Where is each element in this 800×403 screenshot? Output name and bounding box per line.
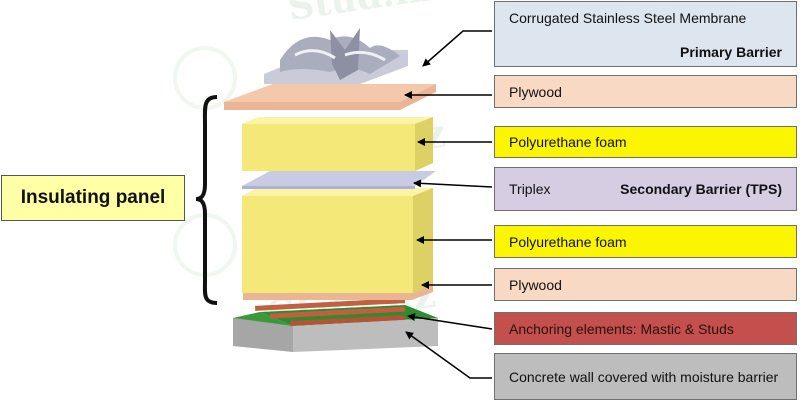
foam-bottom-block — [242, 188, 433, 293]
anchoring-studs — [254, 298, 406, 326]
leader-arrows — [404, 30, 493, 379]
foam-bottom-text: Polyurethane foam — [509, 233, 627, 250]
plywood-bottom-text: Plywood — [509, 276, 562, 293]
arrow-concrete — [405, 331, 492, 379]
anchoring-text: Anchoring elements: Mastic & Studs — [509, 320, 734, 337]
concrete-text: Concrete wall covered with moisture barr… — [509, 368, 779, 385]
label-triplex: Triplex Secondary Barrier (TPS) — [494, 167, 797, 211]
label-insulating-panel: Insulating panel — [1, 175, 185, 221]
membrane-role: Primary Barrier — [680, 44, 782, 60]
svg-text:Stud.kz: Stud.kz — [285, 0, 441, 29]
plywood-top-layer — [224, 84, 436, 110]
triplex-sheet — [242, 171, 436, 189]
insulating-panel-text: Insulating panel — [20, 187, 166, 208]
label-foam-top: Polyurethane foam — [494, 126, 797, 158]
foam-top-text: Polyurethane foam — [509, 134, 627, 150]
foam-top-block — [242, 117, 433, 171]
label-foam-bottom: Polyurethane foam — [494, 225, 797, 258]
arrow-anchoring — [407, 313, 493, 330]
arrow-triplex — [413, 179, 493, 188]
arrow-membrane — [422, 30, 492, 67]
membrane-name: Corrugated Stainless Steel Membrane — [509, 10, 747, 26]
label-anchoring: Anchoring elements: Mastic & Studs — [494, 312, 797, 345]
triplex-name: Triplex — [509, 181, 551, 197]
label-plywood-top: Plywood — [494, 75, 797, 108]
label-membrane: Corrugated Stainless Steel Membrane Prim… — [494, 1, 797, 67]
plywood-top-text: Plywood — [509, 83, 562, 100]
triplex-role: Secondary Barrier (TPS) — [620, 181, 782, 197]
panel-brace — [195, 95, 218, 305]
membrane-layer — [264, 28, 408, 84]
label-concrete: Concrete wall covered with moisture barr… — [494, 353, 797, 400]
label-plywood-bottom: Plywood — [494, 268, 797, 301]
